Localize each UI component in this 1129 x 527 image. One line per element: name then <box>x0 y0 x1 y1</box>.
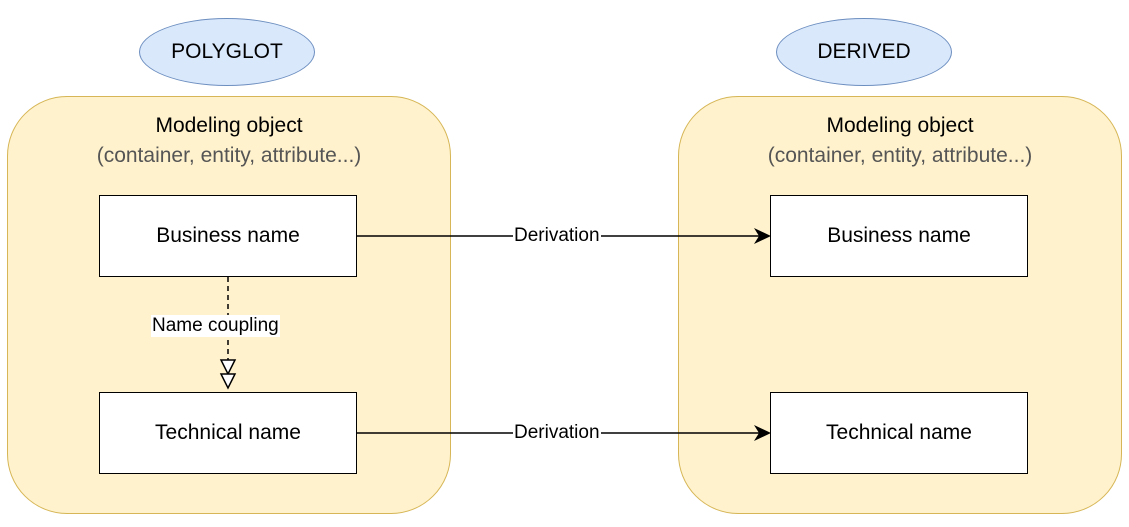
derivation-technical-arrowhead <box>754 425 771 441</box>
name-coupling-arrowhead-2 <box>219 373 237 390</box>
derived-container-subtitle: (container, entity, attribute...) <box>767 144 1033 167</box>
derived-technical-name-label: Technical name <box>826 421 972 444</box>
derivation-technical-label: Derivation <box>513 422 601 444</box>
derivation-business-arrowhead <box>754 228 771 244</box>
name-coupling-arrowhead-1 <box>219 359 237 376</box>
derived-business-name-box: Business name <box>770 195 1028 277</box>
polyglot-business-name-box: Business name <box>99 195 357 277</box>
derived-label: DERIVED <box>817 40 911 63</box>
polyglot-technical-name-box: Technical name <box>99 392 357 474</box>
derivation-business-label: Derivation <box>513 225 601 247</box>
name-coupling-label: Name coupling <box>151 315 280 337</box>
polyglot-label: POLYGLOT <box>171 40 283 63</box>
derived-label-ellipse: DERIVED <box>776 18 952 86</box>
derived-container-title: Modeling object <box>826 114 974 137</box>
polyglot-business-name-label: Business name <box>156 224 300 247</box>
polyglot-container-title: Modeling object <box>155 114 303 137</box>
polyglot-technical-name-label: Technical name <box>155 421 301 444</box>
polyglot-label-ellipse: POLYGLOT <box>139 18 315 86</box>
derived-technical-name-box: Technical name <box>770 392 1028 474</box>
derived-business-name-label: Business name <box>827 224 971 247</box>
polyglot-container-subtitle: (container, entity, attribute...) <box>96 144 362 167</box>
